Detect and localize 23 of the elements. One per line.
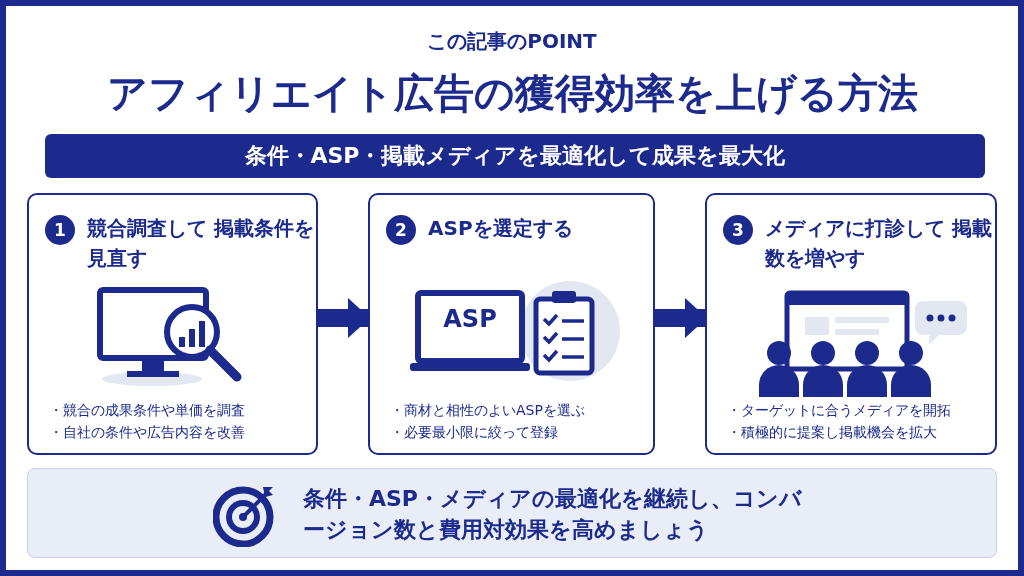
step-number: 2 (386, 215, 416, 245)
summary-panel (27, 468, 997, 558)
bullet-text: ・必要最小限に絞って登録 (390, 424, 558, 442)
screen-text: ASP (442, 305, 498, 333)
arrow (318, 298, 370, 338)
arrow (655, 298, 707, 338)
bullet-text: ・競合の成果条件や単価を調査 (49, 402, 245, 420)
step-heading: 競合調査して 掲載条件を見直す (87, 215, 315, 272)
step-heading: ASPを選定する (428, 215, 574, 242)
step-card (368, 193, 655, 455)
subtitle-banner: 条件・ASP・掲載メディアを最適化して成果を最大化 (45, 134, 985, 178)
step-number: 3 (723, 215, 753, 245)
subheading: この記事のPOINT (426, 28, 598, 55)
bullet-text: ・商材と相性のよいASPを選ぶ (390, 402, 585, 420)
bullet-text: ・自社の条件や広告内容を改善 (49, 424, 245, 442)
title: アフィリエイト広告の獲得効率を上げる方法 (105, 69, 919, 118)
step-card (705, 193, 997, 455)
bullet-text: ・積極的に提案し掲載機会を拡大 (727, 424, 937, 442)
step-number: 1 (45, 215, 75, 245)
summary-text: 条件・ASP・メディアの最適化を継続し、コンバージョン数と費用対効果を高めましょう (303, 485, 803, 544)
step-heading: メディアに打診して 掲載数を増やす (765, 215, 993, 272)
bullet-text: ・ターゲットに合うメディアを開拓 (727, 402, 951, 420)
step-card (27, 193, 318, 455)
